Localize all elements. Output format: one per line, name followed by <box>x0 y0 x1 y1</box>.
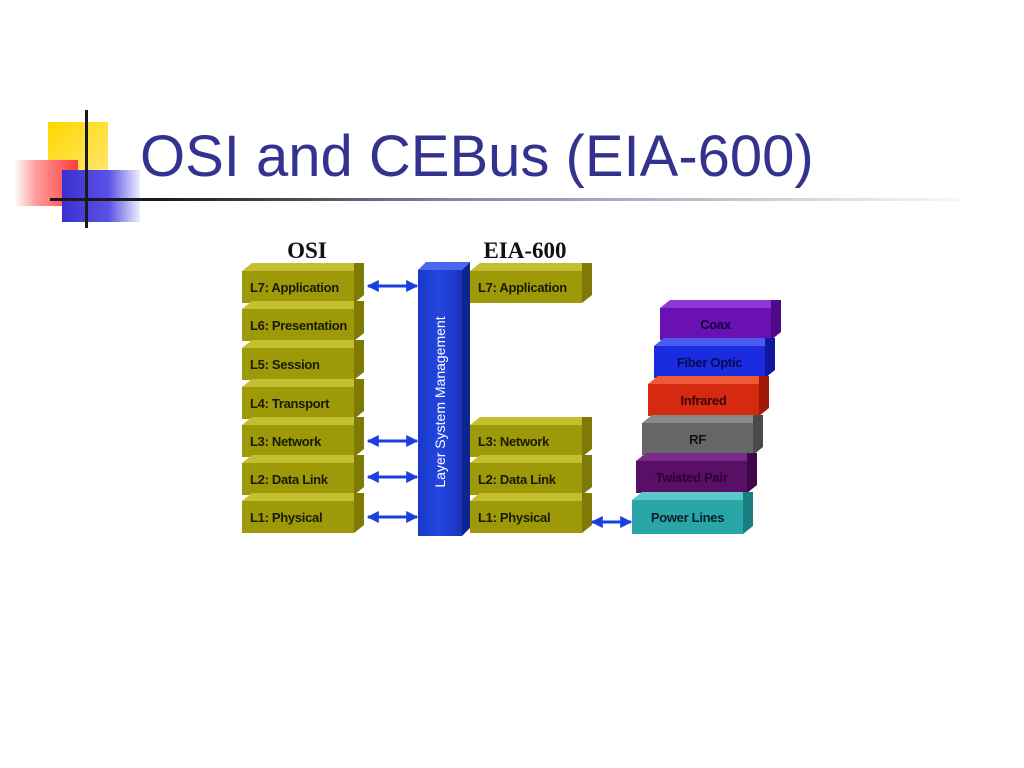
osi-layer-3-label: L3: Network <box>242 425 354 457</box>
eia-layer-3-box: L3: Network <box>470 417 592 457</box>
layer-system-management-label: Layer System Management <box>432 316 448 488</box>
osi-layer-2-label: L2: Data Link <box>242 463 354 495</box>
osi-layer-4-box: L4: Transport <box>242 379 364 419</box>
media-rf-label: RF <box>642 423 753 455</box>
title-underline <box>50 198 960 201</box>
media-coax-label: Coax <box>660 308 771 340</box>
media-infrared-box: Infrared <box>648 376 769 416</box>
media-rf-box: RF <box>642 415 763 455</box>
eia-600-heading: EIA-600 <box>483 238 567 263</box>
media-twisted-pair-label: Twisted Pair <box>636 461 747 493</box>
osi-layer-7-label: L7: Application <box>242 271 354 303</box>
eia-layer-7-box: L7: Application <box>470 263 592 303</box>
eia-layer-3-label: L3: Network <box>470 425 582 457</box>
eia-layer-1-label: L1: Physical <box>470 501 582 533</box>
osi-layer-5-box: L5: Session <box>242 340 364 380</box>
osi-layer-1-box: L1: Physical <box>242 493 364 533</box>
osi-layer-2-box: L2: Data Link <box>242 455 364 495</box>
osi-layer-1-label: L1: Physical <box>242 501 354 533</box>
osi-heading: OSI <box>287 238 327 263</box>
media-power-lines-box: Power Lines <box>632 492 753 534</box>
osi-layer-4-label: L4: Transport <box>242 387 354 419</box>
media-fiber-optic-label: Fiber Optic <box>654 346 765 378</box>
osi-layer-6-label: L6: Presentation <box>242 309 354 341</box>
osi-layer-5-label: L5: Session <box>242 348 354 380</box>
eia-layer-1-box: L1: Physical <box>470 493 592 533</box>
eia-layer-2-box: L2: Data Link <box>470 455 592 495</box>
eia-layer-2-label: L2: Data Link <box>470 463 582 495</box>
media-fiber-optic-box: Fiber Optic <box>654 338 775 378</box>
osi-layer-3-box: L3: Network <box>242 417 364 457</box>
osi-layer-7-box: L7: Application <box>242 263 364 303</box>
ornament-blue-bar <box>62 170 140 222</box>
slide-title: OSI and CEBus (EIA-600) <box>140 124 814 189</box>
osi-layer-6-box: L6: Presentation <box>242 301 364 341</box>
ornament-vertical-line <box>85 110 88 228</box>
layer-system-management-bar: Layer System Management <box>418 262 470 536</box>
media-coax-box: Coax <box>660 300 781 340</box>
media-infrared-label: Infrared <box>648 384 759 416</box>
media-twisted-pair-box: Twisted Pair <box>636 453 757 493</box>
media-power-lines-label: Power Lines <box>632 500 743 534</box>
eia-layer-7-label: L7: Application <box>470 271 582 303</box>
